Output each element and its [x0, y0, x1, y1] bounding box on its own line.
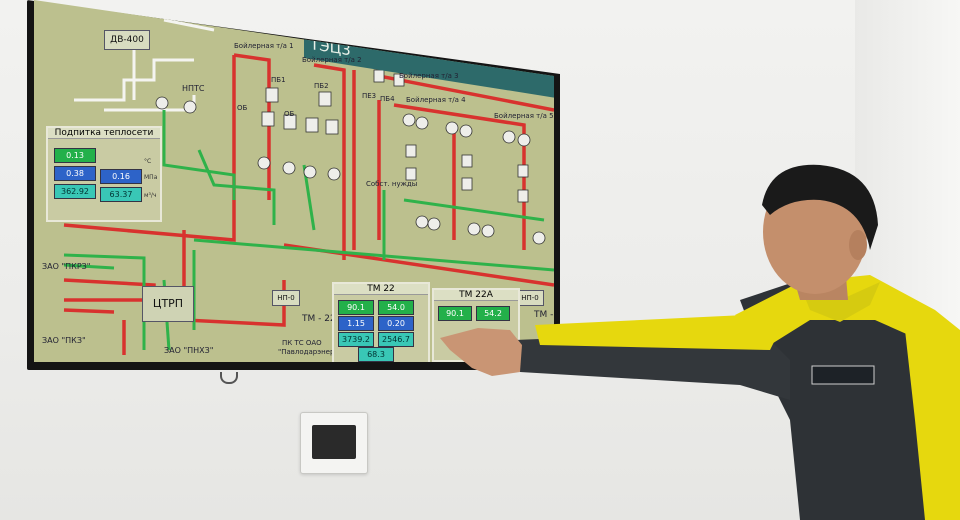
- jacket-sleeve-stripe: [535, 315, 780, 350]
- makeup-value-3: 0.16: [100, 169, 142, 184]
- heat-exchanger-icon: [261, 69, 529, 203]
- jacket-yoke: [735, 275, 960, 370]
- npts-label: НПТС: [182, 84, 205, 93]
- tv-monitor: ТЭЦ3 ДВ-400 НПТС ПБ1 ПБ2 ОБ ОБ ПЕ3 ПБ4 Б…: [27, 0, 560, 370]
- pk-ts-label: ПК ТС ОАО: [282, 339, 322, 347]
- pe3-label: ПЕ3: [362, 92, 377, 100]
- tm22a-value-1: 90.1: [438, 306, 472, 321]
- makeup-value-4: 362.92: [54, 184, 96, 199]
- makeup-panel: Подпитка теплосети 0.13 0.38 0.16 362.92…: [46, 126, 162, 222]
- pb1-label: ПБ1: [271, 76, 286, 84]
- thermostat-display: [312, 425, 356, 459]
- boiler3-label: Бойлерная т/а 3: [399, 72, 459, 80]
- boiler5-label: Бойлерная т/а 5: [494, 112, 554, 120]
- white-pipes: [74, 18, 215, 112]
- zao-pnhz-label: ЗАО "ПНХЗ": [164, 346, 214, 355]
- pb2-label: ПБ2: [314, 82, 329, 90]
- tm22-value-7: 68.3: [358, 347, 394, 362]
- boiler1-label: Бойлерная т/а 1: [234, 42, 294, 50]
- makeup-value-2: 0.38: [54, 166, 96, 181]
- zao-pkz-label: ЗАО "ПКЗ": [42, 336, 86, 345]
- dv400-unit: ДВ-400: [104, 30, 150, 50]
- tm22a-panel-title: ТМ 22А: [434, 290, 518, 301]
- tm22-value-1: 90.1: [338, 300, 374, 315]
- makeup-unit-flow: м³/ч: [144, 192, 157, 199]
- tm22-value-4: 0.20: [378, 316, 414, 331]
- tm22-panel-title: ТМ 22: [334, 284, 428, 295]
- zao-pkrz-label: ЗАО "ПКРЗ": [42, 262, 91, 271]
- pb4-label: ПБ4: [380, 95, 395, 103]
- boiler2-label: Бойлерная т/а 2: [302, 56, 362, 64]
- tm22-value-3: 1.15: [338, 316, 374, 331]
- boiler4-label: Бойлерная т/а 4: [406, 96, 466, 104]
- makeup-unit-temp: °C: [144, 158, 152, 165]
- valve-icon: [155, 96, 546, 245]
- hair: [762, 164, 878, 250]
- name-badge: [811, 365, 875, 385]
- makeup-unit-pressure: МПа: [144, 174, 158, 181]
- np0-left-unit: НП-0: [272, 290, 300, 306]
- tm22-value-5: 3739.2: [338, 332, 374, 347]
- ob-left-label: ОБ: [237, 104, 248, 112]
- ear: [849, 230, 867, 260]
- power-cable: [220, 372, 238, 384]
- makeup-value-1: 0.13: [54, 148, 96, 163]
- makeup-value-5: 63.37: [100, 187, 142, 202]
- makeup-panel-title: Подпитка теплосети: [48, 128, 160, 139]
- tm22-panel: ТМ 22 90.1 54.0 1.15 0.20 3739.2 2546.7 …: [332, 282, 430, 362]
- own-needs-label: Собст. нужды: [366, 180, 418, 188]
- ob-right-label: ОБ: [284, 110, 295, 118]
- pavlodar-label: "Павлодарэнерго": [278, 348, 346, 356]
- tm22a-value-2: 54.2: [476, 306, 510, 321]
- jacket-body: [740, 280, 960, 520]
- tm22-left-label: ТМ - 22: [302, 314, 336, 324]
- jacket-collar: [800, 282, 880, 322]
- jacket-side: [905, 330, 960, 520]
- tm22-value-2: 54.0: [378, 300, 414, 315]
- green-pipes: [63, 110, 554, 351]
- ctrp-unit: ЦТРП: [142, 286, 194, 322]
- thermostat-icon: [300, 412, 368, 474]
- tm22-right-label: ТМ - 22: [534, 310, 554, 320]
- scada-screen: ТЭЦ3 ДВ-400 НПТС ПБ1 ПБ2 ОБ ОБ ПЕ3 ПБ4 Б…: [34, 0, 554, 362]
- tm22-value-6: 2546.7: [378, 332, 414, 347]
- hand: [440, 328, 522, 376]
